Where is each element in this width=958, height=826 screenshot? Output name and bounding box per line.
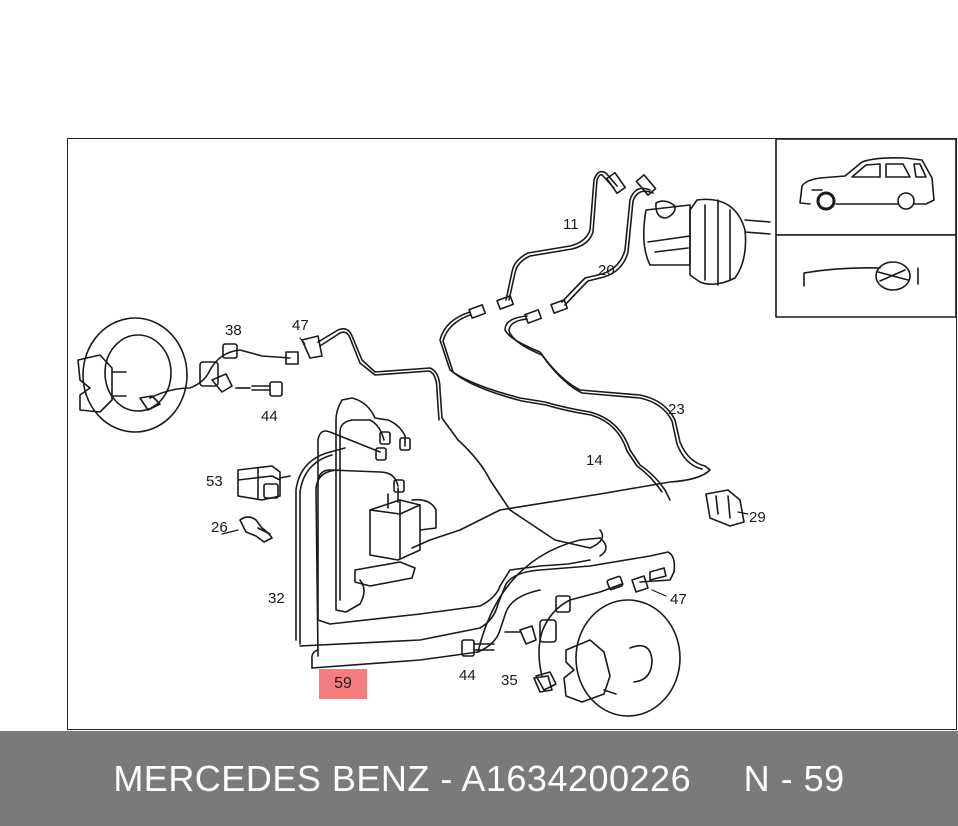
label-29: 29 [749, 509, 766, 526]
brake-line-20 [561, 187, 654, 306]
caption-separator: - [429, 757, 462, 799]
brake-line-23 [459, 315, 711, 531]
suv-side-icon [799, 157, 935, 211]
vehicle-inset [775, 138, 957, 236]
leader-lines [221, 337, 749, 597]
abs-sensor-front-right [504, 575, 624, 691]
label-20: 20 [598, 262, 615, 279]
abs-sensor-front-left [139, 343, 299, 411]
caption-bar: MERCEDES BENZ - A1634200226 N - 59 [0, 731, 958, 826]
hydraulic-unit [354, 487, 437, 587]
part-caption: MERCEDES BENZ - A1634200226 N - 59 [113, 758, 844, 800]
label-47-bottom: 47 [670, 591, 687, 608]
label-35: 35 [501, 672, 518, 689]
label-38: 38 [225, 322, 242, 339]
bracket-47-bottom [631, 567, 667, 593]
label-47-top: 47 [292, 317, 309, 334]
caption-part-number: A1634200226 [461, 757, 692, 799]
clip-35 [533, 675, 553, 693]
part-labels: 11 20 38 47 44 23 14 53 26 29 32 47 44 3… [206, 216, 766, 689]
label-26: 26 [211, 519, 228, 536]
front-right-brake-disc [563, 599, 681, 717]
highlighted-part-59: 59 [319, 669, 367, 699]
label-23: 23 [668, 401, 685, 418]
label-53: 53 [206, 473, 223, 490]
caption-gap [691, 758, 744, 799]
brake-line-loops [295, 397, 676, 669]
steering-wheel-icon [803, 261, 919, 291]
label-32: 32 [268, 590, 285, 607]
label-44-bottom: 44 [459, 667, 476, 684]
line-fittings-center [375, 431, 411, 493]
steering-inset [775, 234, 957, 318]
clip-53 [237, 465, 291, 501]
brake-line-14 [439, 311, 671, 501]
caption-reference: N - 59 [743, 757, 845, 799]
front-left-brake-disc [77, 317, 188, 433]
label-11: 11 [563, 216, 579, 233]
highlighted-part-label: 59 [334, 675, 352, 692]
label-14: 14 [586, 452, 603, 469]
bolt-44-top [235, 381, 283, 397]
brake-line-11 [505, 170, 618, 301]
brake-booster [642, 198, 771, 286]
clip-26 [239, 516, 273, 543]
bracket-47-top [301, 328, 604, 549]
label-44-top: 44 [261, 408, 278, 425]
bracket-29 [705, 489, 745, 527]
bolt-44-bottom [461, 639, 495, 657]
caption-brand: MERCEDES BENZ [113, 757, 430, 799]
